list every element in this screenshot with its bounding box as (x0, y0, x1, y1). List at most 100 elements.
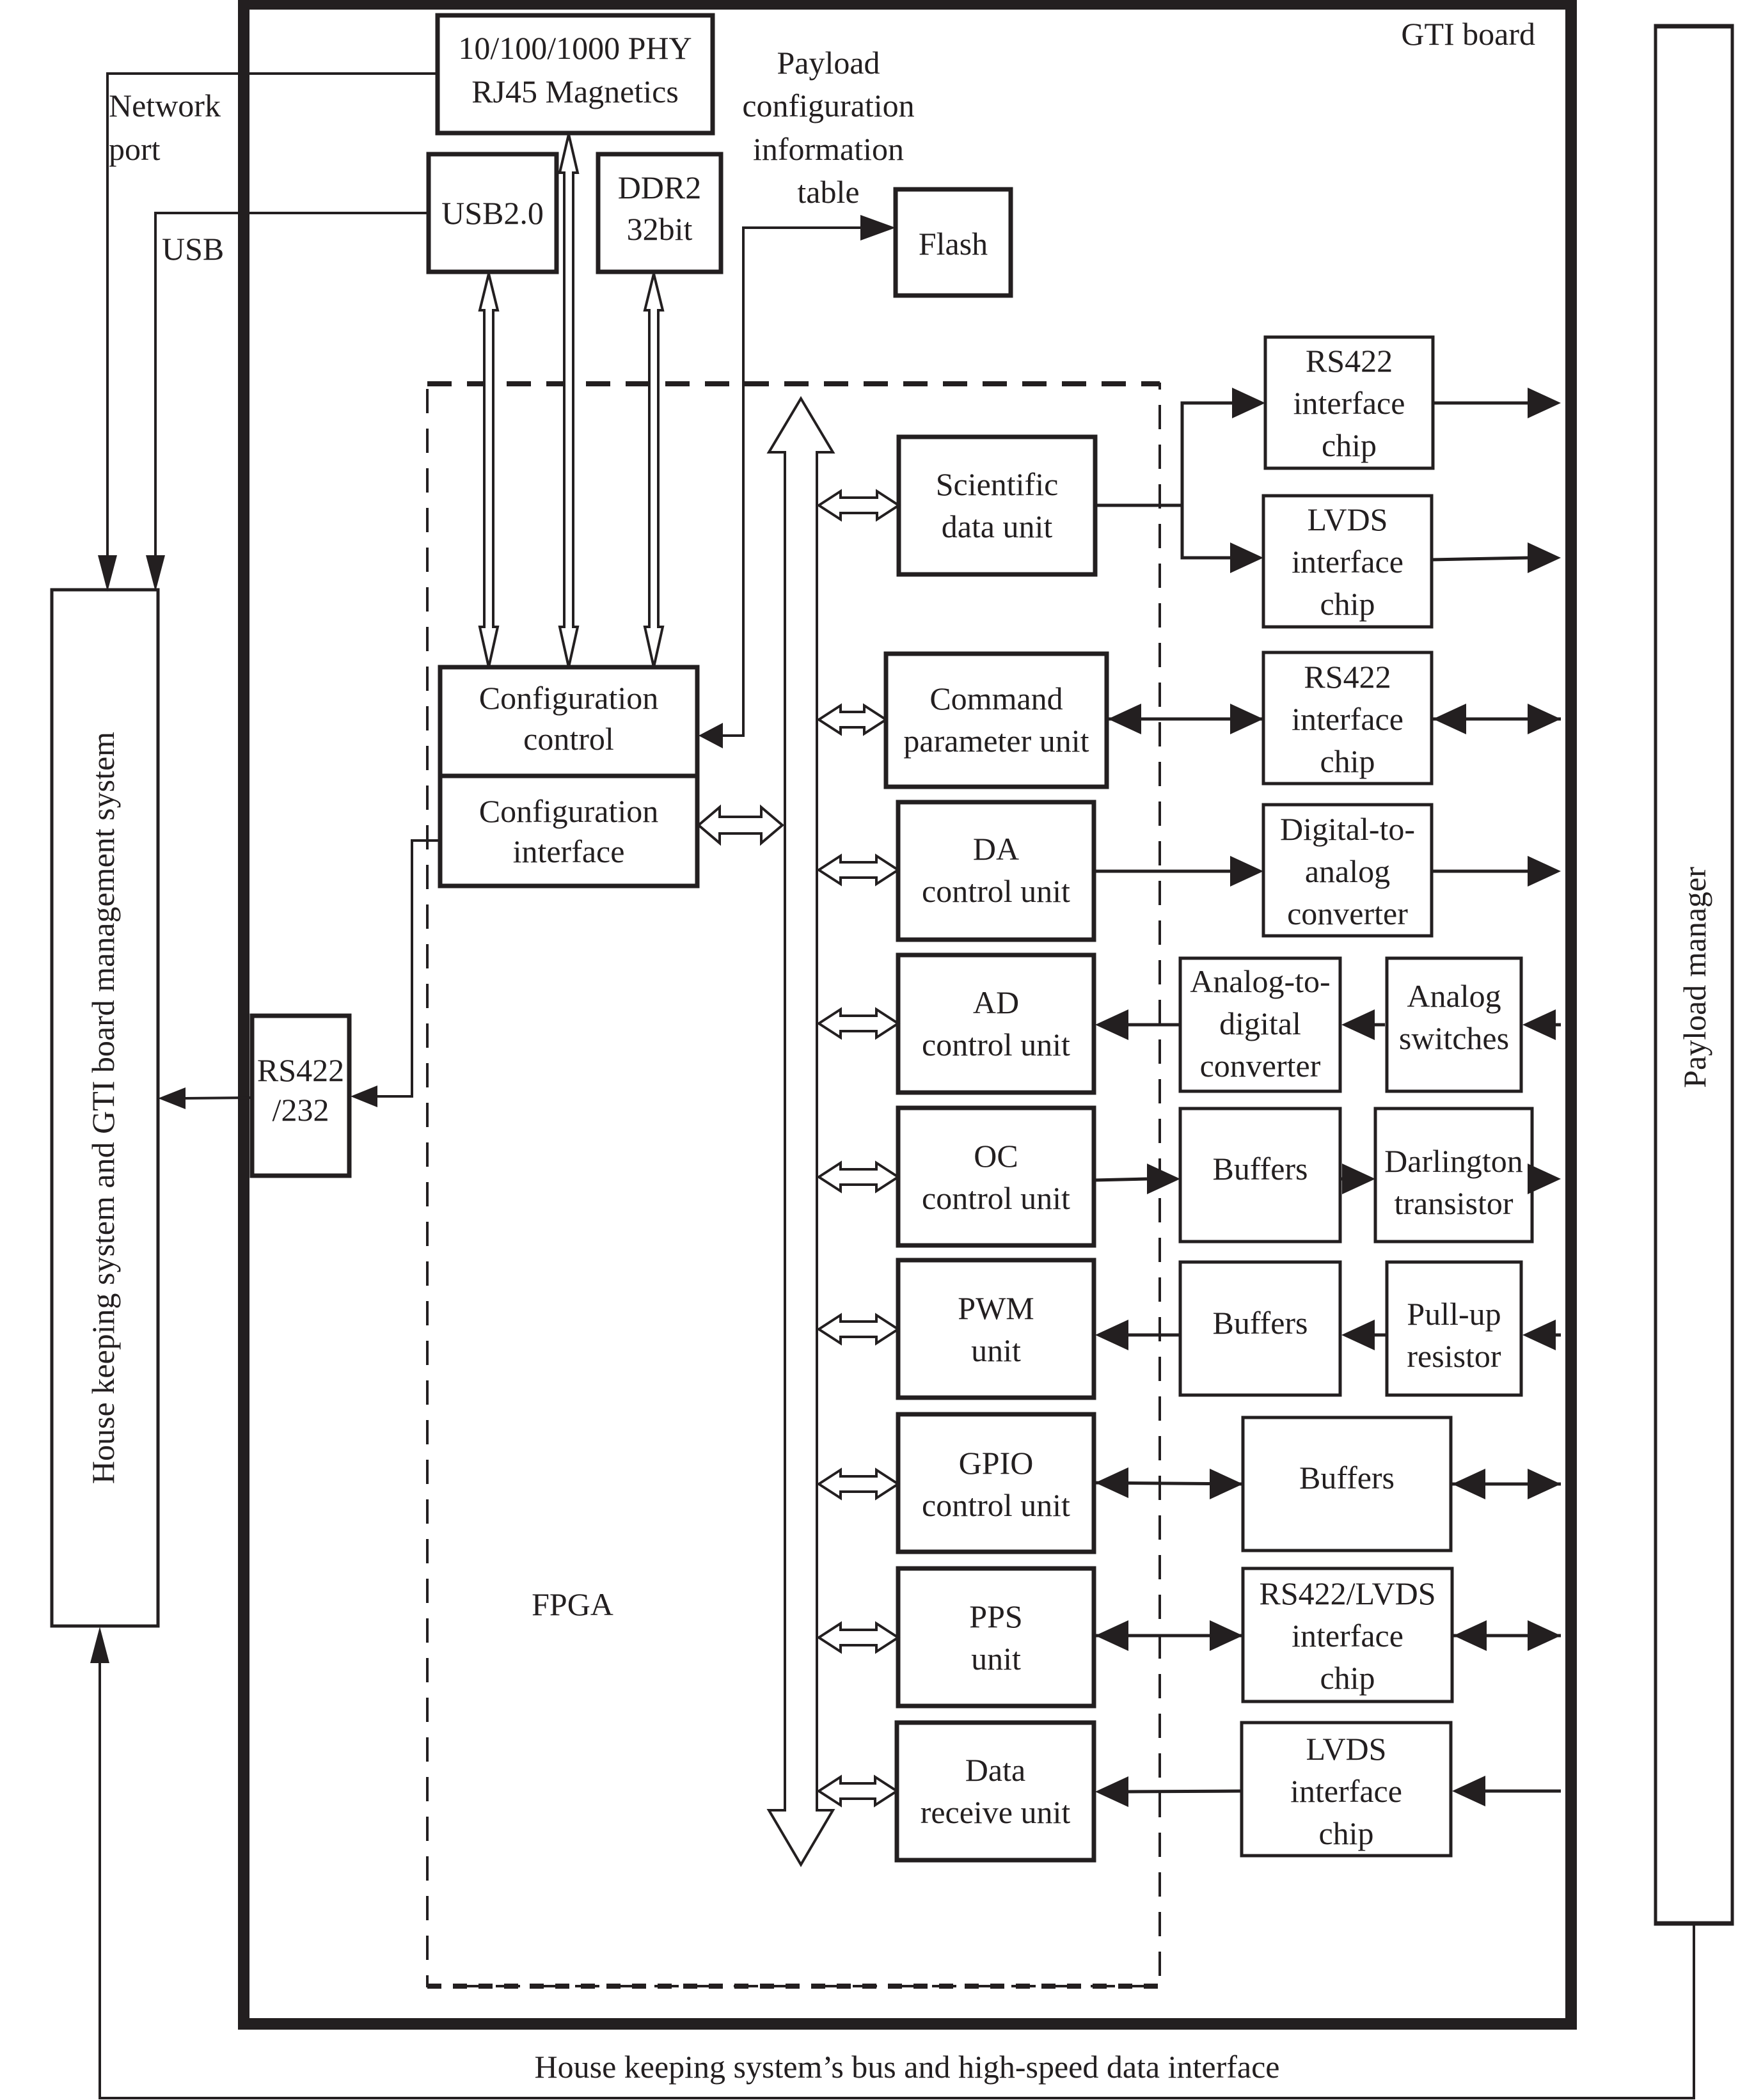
payload-manager-label: Payload manager (1677, 867, 1712, 1088)
periph-darlington-line-2: transistor (1394, 1185, 1513, 1221)
periph-sci-rs422-line-2: interface (1293, 385, 1405, 421)
periph-drx-lvds-line-2: interface (1290, 1773, 1402, 1809)
periph-analog-sw-line-2: switches (1399, 1020, 1509, 1056)
signal-wires (1093, 388, 1561, 1807)
ddr2-config-hollow-arrow (643, 273, 665, 668)
unit-cmd-box (883, 651, 1109, 789)
periph-pps-chip-line-2: interface (1292, 1618, 1403, 1654)
periph-adc-line-1: Analog-to- (1190, 963, 1330, 999)
flash-arrowhead (860, 215, 896, 241)
unit-sci-bus-arrow (816, 489, 901, 522)
periph-sci-lvds-box (1261, 494, 1434, 629)
unit-ad-box (896, 952, 1096, 1095)
periph-oc-buffers: Buffers (1178, 1107, 1342, 1243)
svg-text:Payload: Payload (777, 45, 880, 81)
unit-pps-line-2: unit (971, 1641, 1021, 1677)
config-control-line-1: Configuration (479, 680, 659, 716)
periph-drx-lvds-box (1240, 1721, 1453, 1858)
periph-sci-rs422-line-3: chip (1322, 427, 1377, 463)
unit-drx: Data receive unit (816, 1720, 1096, 1863)
sci-lvds-wire (1180, 505, 1230, 560)
svg-text:configuration: configuration (742, 88, 914, 123)
phy-line-1: 10/100/1000 PHY (458, 30, 692, 66)
periph-analog-sw: Analog switches (1385, 956, 1523, 1093)
periph-gpio-buffers: Buffers (1241, 1416, 1453, 1552)
usb-arrowhead (146, 555, 165, 592)
usb2-label: USB2.0 (441, 195, 544, 231)
unit-drx-box (894, 1720, 1096, 1863)
periph-pwm-buffers-box (1178, 1260, 1342, 1397)
periph-cmd-rs422-line-3: chip (1320, 743, 1375, 779)
internal-bus-arrow (766, 396, 835, 1867)
periph-sci-lvds-line-1: LVDS (1308, 501, 1388, 537)
peripheral-chips: RS422interfacechipLVDSinterfacechipRS422… (1178, 335, 1534, 1858)
periph-sci-rs422-line-1: RS422 (1306, 343, 1393, 379)
unit-sci-line-1: Scientific (936, 466, 1059, 502)
periph-pps-chip-line-1: RS422/LVDS (1259, 1575, 1435, 1611)
periph-analog-sw-line-1: Analog (1407, 978, 1501, 1014)
oc-buffers-arrowhead (1147, 1164, 1180, 1194)
periph-pps-chip-box (1241, 1567, 1454, 1703)
unit-sci-line-2: data unit (942, 509, 1053, 544)
config-control-flash-arrowhead (699, 723, 723, 748)
rs422-232-line-1: RS422 (257, 1052, 344, 1088)
sci-split-wire (1095, 401, 1232, 507)
bottom-bus-line (99, 1663, 1695, 2099)
ddr2-line-1: DDR2 (618, 170, 702, 205)
periph-gpio-buffers-box (1241, 1416, 1453, 1552)
periph-cmd-rs422-line-2: interface (1292, 701, 1403, 737)
periph-cmd-rs422-line-1: RS422 (1304, 659, 1391, 695)
config-interface-line-1: Configuration (479, 793, 659, 829)
ddr2-block (596, 152, 723, 274)
adc-in-arrowhead (1341, 1009, 1375, 1040)
unit-pwm-line-2: unit (971, 1332, 1021, 1368)
periph-sci-rs422: RS422 interface chip (1263, 335, 1435, 470)
sci-rs422-arrowhead (1232, 388, 1265, 418)
periph-pullup-line-1: Pull-up (1407, 1296, 1501, 1332)
unit-oc-box (896, 1105, 1096, 1248)
unit-ad-bus-arrow (816, 1007, 901, 1040)
unit-gpio-line-1: GPIO (959, 1445, 1034, 1481)
sci-lvds-out-arrowhead (1528, 542, 1561, 573)
periph-dac-line-1: Digital-to- (1280, 811, 1415, 847)
rs422-232-block (249, 1013, 352, 1178)
phy-block (435, 13, 715, 136)
periph-dac-line-2: analog (1305, 853, 1390, 889)
pps-out-left-arrowhead (1453, 1620, 1487, 1651)
unit-drx-line-2: receive unit (921, 1794, 1071, 1830)
lvds-drx-wire (1127, 1789, 1242, 1794)
network-port-label-1: Network (109, 88, 221, 123)
periph-darlington-box (1373, 1107, 1534, 1243)
unit-drx-line-1: Data (965, 1752, 1025, 1788)
config-interface-bus-arrow (696, 804, 785, 846)
unit-cmd-line-2: parameter unit (903, 723, 1089, 759)
rs422-232-line-2: /232 (273, 1092, 329, 1128)
pullup-in-arrowhead (1522, 1320, 1556, 1350)
svg-text:information: information (753, 131, 904, 167)
ad-in-arrowhead (1095, 1009, 1128, 1040)
usb-wire (154, 212, 429, 557)
sci-lvds-arrowhead (1230, 542, 1263, 573)
periph-sci-rs422-box (1263, 335, 1435, 470)
config-interface-rs422-wire (377, 839, 440, 1098)
unit-da-line-2: control unit (922, 873, 1070, 909)
pps-left-arrowhead (1095, 1620, 1128, 1651)
pwm-in-arrowhead (1095, 1320, 1128, 1350)
periph-adc-line-3: converter (1200, 1048, 1321, 1084)
periph-sci-lvds-line-2: interface (1292, 544, 1403, 580)
periph-pwm-buffers: Buffers (1178, 1260, 1342, 1397)
da-dac-arrowhead (1230, 856, 1263, 887)
unit-sci-box (896, 434, 1098, 577)
flash-block (893, 187, 1013, 298)
periph-adc-box (1178, 956, 1342, 1093)
